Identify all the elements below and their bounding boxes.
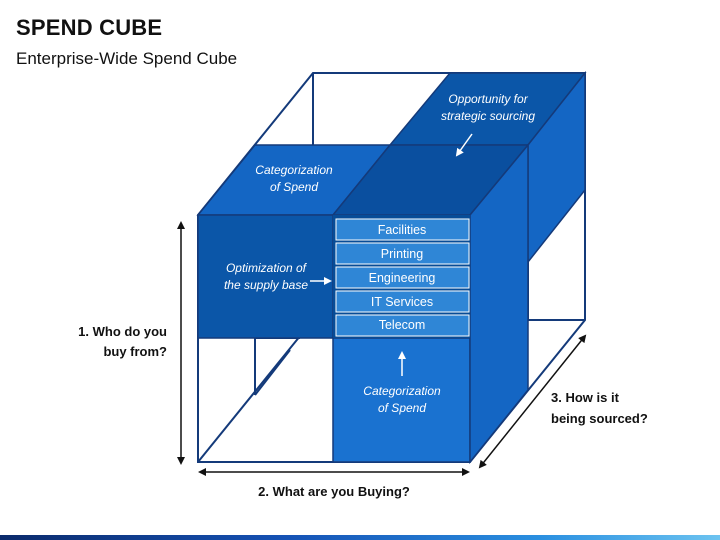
left-label-line1: Optimization of [226, 261, 308, 275]
category-label-printing: Printing [381, 247, 423, 261]
vertical-axis-label-line1: 1. Who do you [78, 324, 167, 339]
category-box-engineering [335, 266, 470, 289]
top-back-label-line2: strategic sourcing [441, 109, 535, 123]
page-title: SPEND CUBE [16, 15, 163, 40]
category-box-telecom [335, 314, 470, 337]
footer-gradient-bar [0, 535, 720, 540]
depth-axis-label-line2: being sourced? [551, 411, 648, 426]
category-box-it-services [335, 290, 470, 313]
strategic-sourcing-arrow [455, 133, 473, 157]
depth-axis-arrow [478, 334, 587, 469]
category-label-facilities: Facilities [378, 223, 427, 237]
category-label-it-services: IT Services [371, 295, 433, 309]
category-label-telecom: Telecom [379, 318, 426, 332]
left-front-face [197, 214, 334, 339]
depth-axis-label-line1: 3. How is it [551, 390, 620, 405]
top-front-label-line2: of Spend [270, 180, 318, 194]
bottom-label-line2: of Spend [378, 401, 426, 415]
page-subtitle: Enterprise-Wide Spend Cube [16, 49, 238, 68]
category-box-printing [335, 242, 470, 265]
top-front-label-line1: Categorization [255, 163, 333, 177]
top-back-block [388, 70, 587, 265]
category-stack: Facilities Printing Engineering IT Servi… [335, 218, 470, 337]
bottom-label-line1: Categorization [363, 384, 441, 398]
vertical-axis-label-line2: buy from? [103, 344, 167, 359]
horizontal-axis-label: 2. What are you Buying? [258, 484, 410, 499]
top-back-label-line1: Opportunity for [448, 92, 528, 106]
category-label-engineering: Engineering [369, 271, 436, 285]
category-box-facilities [335, 218, 470, 241]
left-label-line2: the supply base [224, 278, 308, 292]
